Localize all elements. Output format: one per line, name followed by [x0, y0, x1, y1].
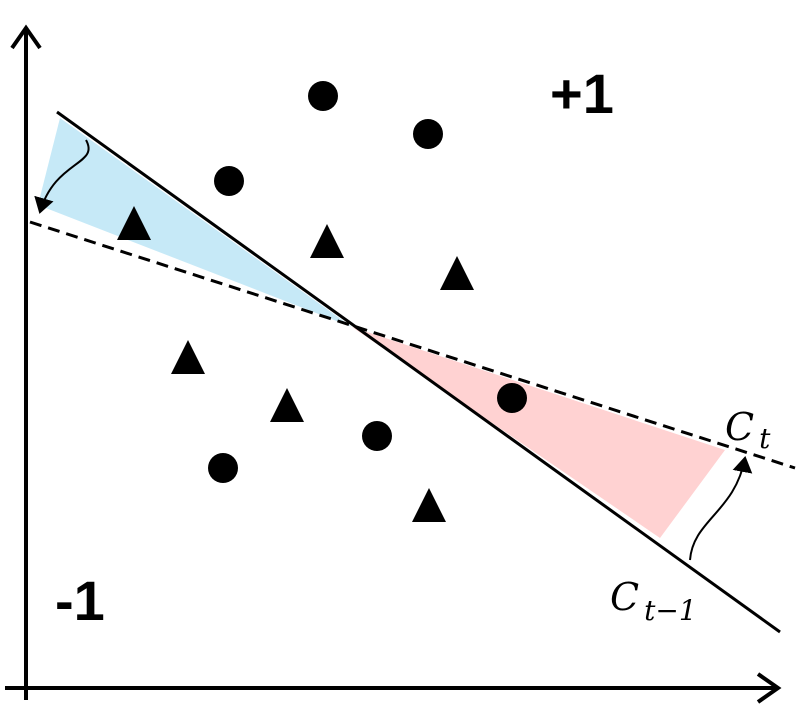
previous-boundary-label: C t−1: [610, 575, 697, 627]
circle-marker: [497, 383, 527, 413]
right-shaded-wedge: [352, 327, 725, 538]
triangle-marker: [412, 488, 446, 522]
current-boundary-label-sub: t: [759, 422, 771, 455]
left-shaded-wedge: [38, 118, 352, 327]
previous-boundary-label-main: C: [610, 575, 639, 619]
circle-marker: [208, 453, 238, 483]
triangle-points: [117, 206, 474, 522]
circle-marker: [214, 166, 244, 196]
axes: [5, 24, 782, 704]
rotation-arrow-right-icon: [689, 456, 753, 561]
circle-points: [208, 81, 527, 483]
previous-boundary-solid-line: [56, 110, 781, 634]
circle-marker: [413, 119, 443, 149]
circle-marker: [308, 81, 338, 111]
rotation-arrow-left-icon: [34, 139, 90, 214]
negative-region-label: -1: [55, 569, 105, 632]
previous-boundary-label-sub: t−1: [644, 594, 697, 627]
triangle-marker: [117, 206, 151, 240]
current-boundary-label: C t: [725, 405, 771, 455]
triangle-marker: [270, 388, 304, 422]
triangle-marker: [171, 340, 205, 374]
x-axis-arrow-icon: [756, 672, 782, 704]
positive-region-label: +1: [550, 62, 614, 125]
circle-marker: [362, 421, 392, 451]
y-axis-arrow-icon: [10, 24, 42, 50]
triangle-marker: [440, 256, 474, 290]
triangle-marker: [310, 224, 344, 258]
current-boundary-label-main: C: [725, 405, 754, 449]
current-boundary-dashed-line: [29, 220, 796, 470]
